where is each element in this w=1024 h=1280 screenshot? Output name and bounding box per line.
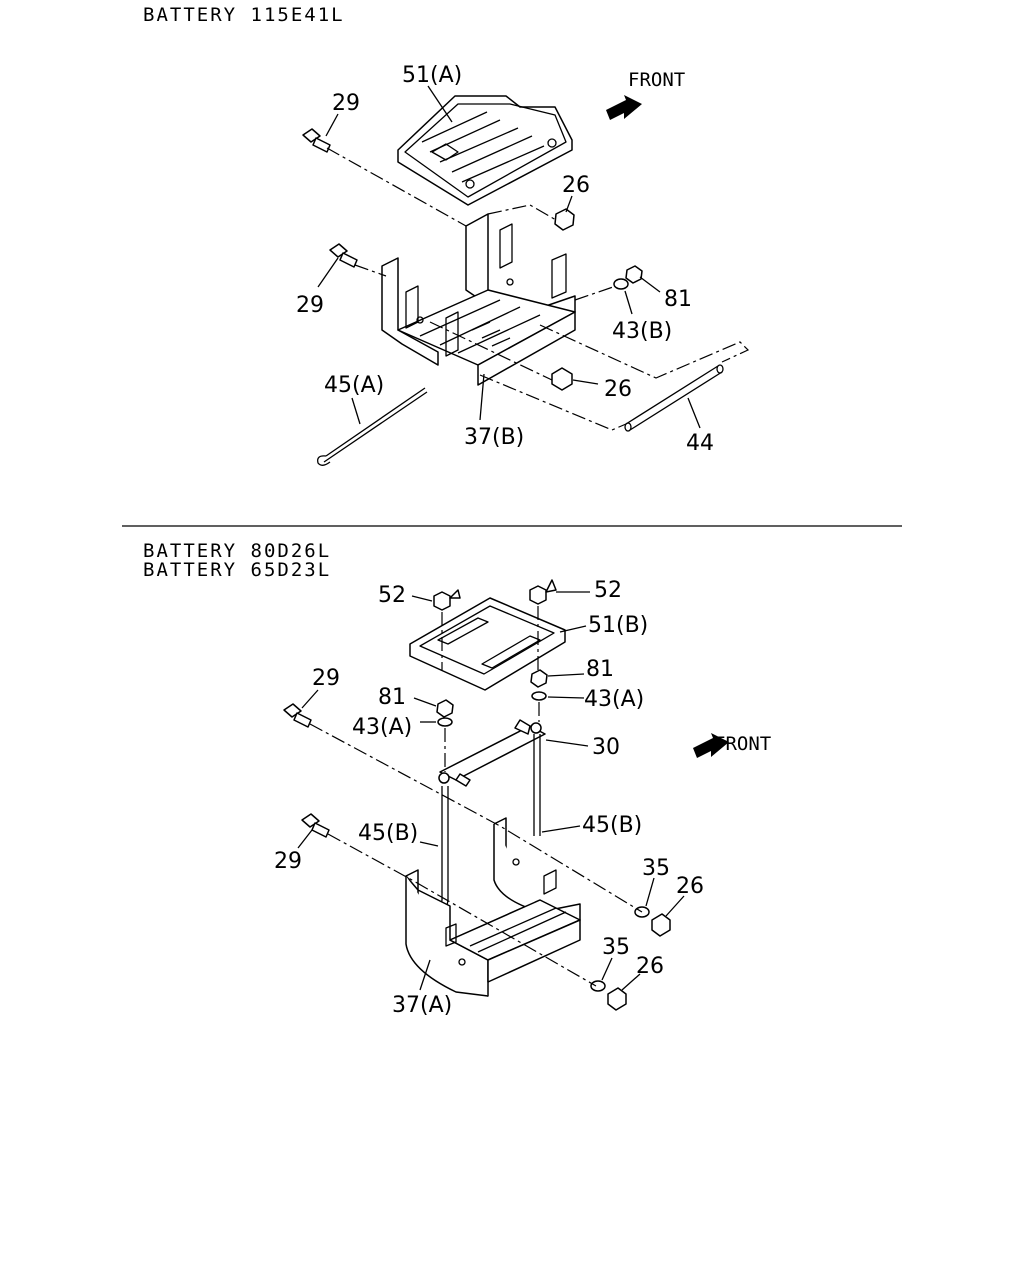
phantom-rod-44-lower: [479, 374, 627, 431]
washer-43b: [613, 278, 629, 290]
leader-37b: [479, 373, 485, 421]
leader-52-left: [411, 595, 433, 602]
leader-51a: [427, 85, 453, 123]
rod-45a: [317, 387, 428, 466]
callout-52-right: 52: [594, 578, 622, 603]
battery-bracket-37a: [405, 817, 581, 997]
washer-43a-right: [531, 691, 547, 701]
top-assembly: FRONT: [296, 63, 750, 466]
leader-26-bottom-lower: [621, 973, 641, 991]
centerline-washer: [574, 286, 614, 301]
washer-35-lower: [590, 980, 606, 992]
leader-51b: [559, 625, 587, 633]
bolt-29-upper: [302, 128, 331, 153]
nut-26-lower: [551, 367, 573, 391]
rod-45b-right: [533, 734, 541, 836]
leader-81-right: [547, 673, 585, 677]
callout-51a: 51(A): [402, 63, 462, 88]
battery-cover-51a: [397, 95, 573, 206]
callout-52-left: 52: [378, 583, 406, 608]
rod-44: [624, 364, 724, 432]
callout-26-bottom-upper: 26: [676, 874, 704, 899]
battery-cover-51b: [409, 597, 566, 691]
header-battery-65d23l: BATTERY 65D23L: [143, 559, 332, 581]
callout-26-upper: 26: [562, 173, 590, 198]
leader-26-upper: [565, 195, 573, 213]
wing-nut-52-left: [433, 589, 461, 611]
callout-29-lower: 29: [296, 293, 324, 318]
leader-44: [687, 397, 701, 429]
leader-26-bottom-upper: [665, 895, 685, 917]
callout-29-upper: 29: [332, 91, 360, 116]
callout-37a: 37(A): [392, 993, 452, 1018]
callout-51b: 51(B): [588, 613, 648, 638]
header-battery-115e41l: BATTERY 115E41L: [143, 4, 345, 26]
clamp-30: [438, 719, 546, 787]
callout-81-top: 81: [664, 287, 692, 312]
leader-29-bottom-upper: [301, 689, 319, 709]
header-battery-80d26l: BATTERY 80D26L: [143, 540, 332, 562]
centerline-nut-lower: [429, 321, 553, 381]
leader-81-left: [413, 697, 437, 707]
leader-29-upper: [325, 113, 339, 137]
leader-29-bottom-lower: [297, 829, 313, 849]
centerline-bolt-lower: [354, 264, 387, 277]
callout-43b: 43(B): [612, 319, 672, 344]
washer-43a-left: [437, 717, 453, 727]
centerline-bolt-upper: [326, 147, 467, 227]
leader-45b-right: [541, 825, 581, 833]
bolt-29-bottom-lower: [301, 813, 330, 838]
leader-26-lower: [572, 379, 599, 385]
nut-81-right: [530, 669, 548, 688]
callout-30: 30: [592, 735, 620, 760]
callout-29-bottom-lower: 29: [274, 849, 302, 874]
callout-35-lower: 35: [602, 935, 630, 960]
leader-37a: [419, 959, 431, 991]
callout-44: 44: [686, 431, 714, 456]
leader-30: [545, 739, 589, 747]
phantom-rod-44-upper: [539, 324, 750, 379]
callout-81-left: 81: [378, 685, 406, 710]
callout-45b-left: 45(B): [358, 821, 418, 846]
callout-26-bottom-lower: 26: [636, 954, 664, 979]
front-label-bottom: FRONT: [714, 733, 771, 755]
leader-81-top: [639, 276, 661, 293]
callout-29-bottom-upper: 29: [312, 666, 340, 691]
nut-81-top: [625, 265, 643, 284]
leader-45a: [351, 397, 361, 425]
callout-26-lower: 26: [604, 377, 632, 402]
callout-43a-left: 43(A): [352, 715, 412, 740]
leader-43b: [624, 290, 633, 315]
leader-35-upper: [645, 877, 655, 907]
wing-nut-52-right: [529, 579, 557, 605]
bottom-assembly: FRONT: [274, 578, 771, 1018]
leader-45b-left: [419, 841, 439, 847]
callout-37b: 37(B): [464, 425, 524, 450]
bolt-29-bottom-upper: [283, 703, 312, 728]
centerline-bolt-bottom-lower: [327, 833, 597, 987]
centerline-nut-upper: [487, 204, 557, 221]
callout-81-right: 81: [586, 657, 614, 682]
leader-35-lower: [601, 957, 613, 981]
callout-43a-right: 43(A): [584, 687, 644, 712]
front-arrow-icon-bottom: [693, 733, 729, 758]
nut-26-bottom-upper: [651, 913, 671, 937]
callout-45b-right: 45(B): [582, 813, 642, 838]
callout-45a: 45(A): [324, 373, 384, 398]
centerline-bolt-bottom-upper: [309, 723, 643, 913]
leader-43a-right: [547, 696, 585, 699]
nut-26-upper: [554, 208, 575, 231]
callout-35-upper: 35: [642, 856, 670, 881]
battery-bracket-37b: [381, 213, 576, 386]
front-label-top: FRONT: [628, 69, 685, 91]
bolt-29-lower: [329, 243, 358, 268]
front-arrow-icon-top: [606, 95, 642, 120]
nut-81-left: [436, 699, 454, 718]
leader-29-lower: [317, 257, 339, 288]
nut-26-bottom-lower: [607, 987, 627, 1011]
